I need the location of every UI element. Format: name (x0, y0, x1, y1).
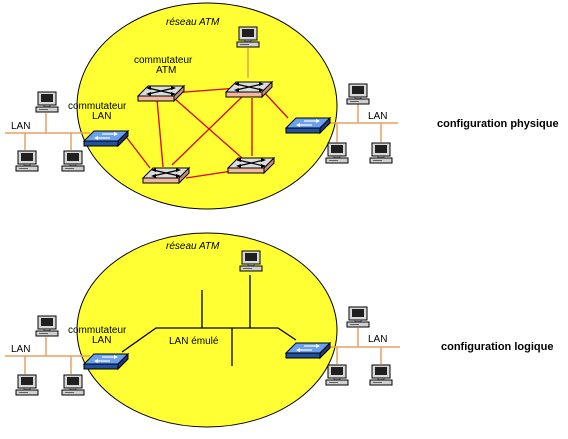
computer-icon (15, 150, 39, 172)
computer-icon (35, 315, 59, 337)
computer-icon (325, 142, 349, 164)
atm-switch-label-line1: commutateur (134, 55, 193, 66)
computer-icon (369, 364, 393, 386)
lan-right-label: LAN (368, 334, 387, 345)
computer-icon (346, 83, 370, 105)
lan-switch-label-line1: commutateur (68, 325, 127, 336)
physical-config-label: configuration physique (437, 118, 559, 130)
computer-icon (61, 374, 85, 396)
lan-switch-label-line2: LAN (92, 335, 111, 346)
atm-network-cloud (76, 232, 338, 428)
computer-icon (15, 374, 39, 396)
lan-segments (5, 48, 398, 150)
lan-left-label: LAN (11, 344, 30, 355)
lan-switch-label-line1: commutateur (68, 101, 127, 112)
lan-left-label: LAN (11, 121, 30, 132)
computer-icon (35, 91, 59, 113)
logical-configuration: réseau ATM commut (5, 232, 553, 428)
computer-icon (236, 26, 260, 48)
physical-configuration: réseau ATM (5, 2, 559, 210)
computer-icon (369, 142, 393, 164)
atm-switch-label-line2: ATM (156, 65, 176, 76)
lan-right-label: LAN (368, 111, 387, 122)
emulated-lan (121, 275, 297, 366)
atm-network-label: réseau ATM (166, 241, 220, 252)
computer-icon (325, 364, 349, 386)
computer-icon (239, 250, 263, 272)
atm-network-label: réseau ATM (166, 17, 220, 28)
lan-segments (5, 328, 400, 374)
logical-config-label: configuration logique (441, 341, 553, 353)
emulated-lan-label: LAN émulé (169, 336, 219, 347)
lan-switch-label-line2: LAN (92, 111, 111, 122)
computer-icon (61, 150, 85, 172)
computer-icon (346, 306, 370, 328)
